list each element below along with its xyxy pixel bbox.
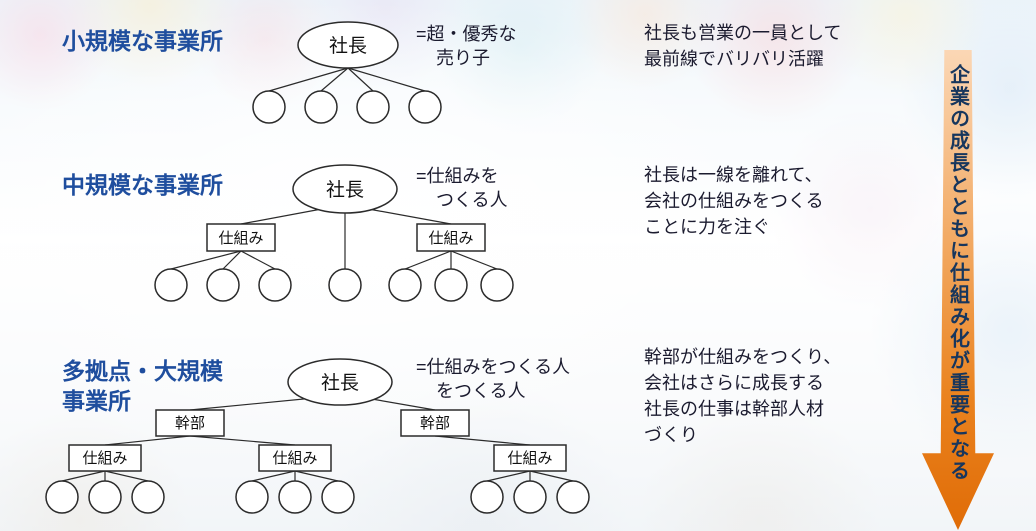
system-box-far-left bbox=[68, 444, 142, 472]
executive-box-right bbox=[400, 409, 470, 437]
connector-lines bbox=[170, 207, 498, 270]
president-node bbox=[297, 21, 399, 69]
growth-arrow-text: 企業の成長とともに仕組み化が重要となる bbox=[946, 64, 969, 482]
system-box-label: 仕組み bbox=[218, 230, 263, 247]
connector-lines bbox=[268, 67, 426, 92]
staff-circles bbox=[45, 480, 590, 514]
desc-line: 社長は一線を離れて、 bbox=[644, 165, 823, 185]
org-chart-small: 社長 bbox=[252, 21, 442, 124]
desc-line: 会社の仕組みをつくる bbox=[644, 191, 824, 212]
president-label: 社長 bbox=[326, 179, 364, 201]
equals-label-medium: =仕組みを つくる人 bbox=[416, 164, 508, 213]
description-large: 幹部が仕組みをつくり、 会社はさらに成長する 社長の仕事は幹部人材 づくり bbox=[644, 344, 841, 448]
equals-line: =超・優秀な bbox=[416, 24, 517, 44]
system-box-label: 仕組み bbox=[272, 450, 317, 467]
desc-line: 会社はさらに成長する bbox=[644, 373, 824, 394]
section-title-medium: 中規模な事業所 bbox=[62, 172, 223, 199]
president-node bbox=[292, 164, 398, 214]
equals-line: 売り子 bbox=[436, 48, 490, 69]
description-medium: 社長は一線を離れて、 会社の仕組みをつくる ことに力を注ぐ bbox=[644, 162, 824, 240]
equals-line: つくる人 bbox=[436, 190, 508, 211]
connector-lines bbox=[61, 397, 574, 482]
title-line: 事業所 bbox=[62, 387, 131, 414]
desc-line: 社長の仕事は幹部人材 bbox=[644, 399, 824, 420]
section-title-large: 多拠点・大規模 事業所 bbox=[62, 357, 223, 417]
growth-arrow: 企業の成長とともに仕組み化が重要となる bbox=[922, 50, 994, 530]
equals-line: をつくる人 bbox=[436, 381, 526, 402]
executive-label: 幹部 bbox=[420, 414, 450, 432]
system-box-right bbox=[493, 444, 567, 472]
staff-circles bbox=[154, 268, 514, 302]
system-box-label: 仕組み bbox=[82, 450, 127, 467]
equals-label-large: =仕組みをつくる人 をつくる人 bbox=[416, 355, 570, 404]
president-label: 社長 bbox=[321, 372, 359, 394]
desc-line: 最前線でバリバリ活躍 bbox=[644, 49, 824, 70]
desc-line: づくり bbox=[644, 425, 698, 446]
system-box-left bbox=[206, 223, 276, 252]
president-node bbox=[287, 358, 393, 406]
equals-line: =仕組みを bbox=[416, 166, 499, 186]
description-small: 社長も営業の一員として 最前線でバリバリ活躍 bbox=[644, 20, 841, 72]
equals-label-small: =超・優秀な 売り子 bbox=[416, 22, 517, 71]
system-box-label: 仕組み bbox=[507, 450, 552, 467]
president-label: 社長 bbox=[329, 35, 367, 57]
org-chart-medium: 社長 仕組み 仕組み bbox=[154, 164, 514, 302]
executive-label: 幹部 bbox=[175, 414, 205, 432]
desc-line: ことに力を注ぐ bbox=[644, 217, 770, 238]
desc-line: 幹部が仕組みをつくり、 bbox=[644, 347, 842, 367]
section-title-small: 小規模な事業所 bbox=[62, 28, 223, 55]
org-chart-large: 社長 幹部 幹部 仕組み 仕組み 仕組み bbox=[45, 358, 590, 514]
title-line: 多拠点・大規模 bbox=[62, 358, 223, 385]
system-box-mid bbox=[258, 444, 332, 472]
desc-line: 社長も営業の一員として bbox=[644, 23, 842, 43]
equals-line: =仕組みをつくる人 bbox=[416, 357, 571, 377]
system-box-label: 仕組み bbox=[428, 230, 473, 247]
staff-circles bbox=[252, 90, 442, 124]
system-box-right bbox=[416, 223, 486, 252]
executive-box-left bbox=[155, 409, 225, 437]
